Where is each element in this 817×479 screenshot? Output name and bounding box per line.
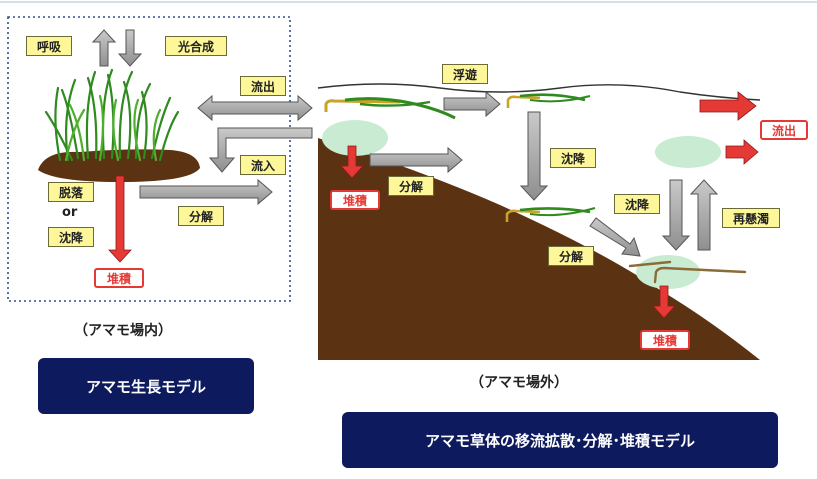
water-surface bbox=[317, 83, 761, 101]
floating-seagrass-2 bbox=[506, 93, 591, 108]
deposition-label-middle: 堆積 bbox=[330, 190, 380, 210]
sinking-seagrass bbox=[505, 207, 596, 222]
deposition-label-left: 堆積 bbox=[94, 268, 144, 288]
decomposition-arrow-middle bbox=[369, 146, 463, 174]
decomposition-arrow-diagonal bbox=[589, 217, 641, 257]
detritus-cloud-2 bbox=[655, 136, 721, 168]
decomposition-arrow-left bbox=[139, 178, 273, 206]
deposition-arrow-left bbox=[108, 175, 132, 263]
inflow-arrow bbox=[208, 127, 313, 173]
outflow-label-left: 流出 bbox=[240, 76, 286, 96]
deposition-arrow-right bbox=[652, 285, 676, 319]
photosynthesis-arrow bbox=[117, 29, 143, 67]
seagrass-clump bbox=[44, 68, 180, 162]
shedding-label: 脱落 bbox=[48, 182, 94, 202]
or-text: or bbox=[62, 205, 78, 220]
outflow-red-arrow-1 bbox=[699, 91, 757, 121]
decomposition-label-left: 分解 bbox=[178, 206, 224, 226]
seagrass-bed-frame bbox=[7, 16, 291, 302]
respiration-label: 呼吸 bbox=[26, 36, 72, 56]
detritus-cloud-3 bbox=[636, 255, 700, 289]
floating-arrow bbox=[443, 90, 501, 118]
outflow-double-arrow bbox=[197, 94, 313, 122]
photosynthesis-label: 光合成 bbox=[165, 36, 227, 56]
sinking-label-left: 沈降 bbox=[48, 227, 94, 247]
detritus-cloud-1 bbox=[322, 120, 388, 156]
sinking-label-2: 沈降 bbox=[614, 194, 660, 214]
sinking-arrow-2 bbox=[661, 179, 691, 251]
seagrass-bed-outside-caption: （アマモ場外） bbox=[470, 375, 568, 391]
decomposition-label-middle: 分解 bbox=[388, 176, 434, 196]
deposition-arrow-middle bbox=[340, 145, 364, 179]
resuspension-arrow bbox=[689, 179, 719, 251]
floating-seagrass bbox=[324, 97, 456, 120]
deposition-label-right: 堆積 bbox=[640, 330, 690, 350]
resuspension-label: 再懸濁 bbox=[722, 208, 780, 228]
outflow-label-right: 流出 bbox=[760, 120, 808, 140]
respiration-arrow bbox=[91, 29, 117, 67]
outflow-red-arrow-2 bbox=[725, 139, 759, 165]
growth-model-title: アマモ生長モデル bbox=[38, 358, 254, 414]
decomposition-label-right: 分解 bbox=[548, 246, 594, 266]
sinking-arrow bbox=[519, 111, 549, 201]
transport-model-title: アマモ草体の移流拡散･分解･堆積モデル bbox=[342, 412, 778, 468]
sinking-label-right: 沈降 bbox=[550, 148, 596, 168]
floating-label: 浮遊 bbox=[442, 64, 488, 84]
seagrass-bed-inside-caption: （アマモ場内） bbox=[74, 323, 172, 339]
decomposed-fragments bbox=[628, 260, 747, 284]
inflow-label: 流入 bbox=[240, 155, 286, 175]
